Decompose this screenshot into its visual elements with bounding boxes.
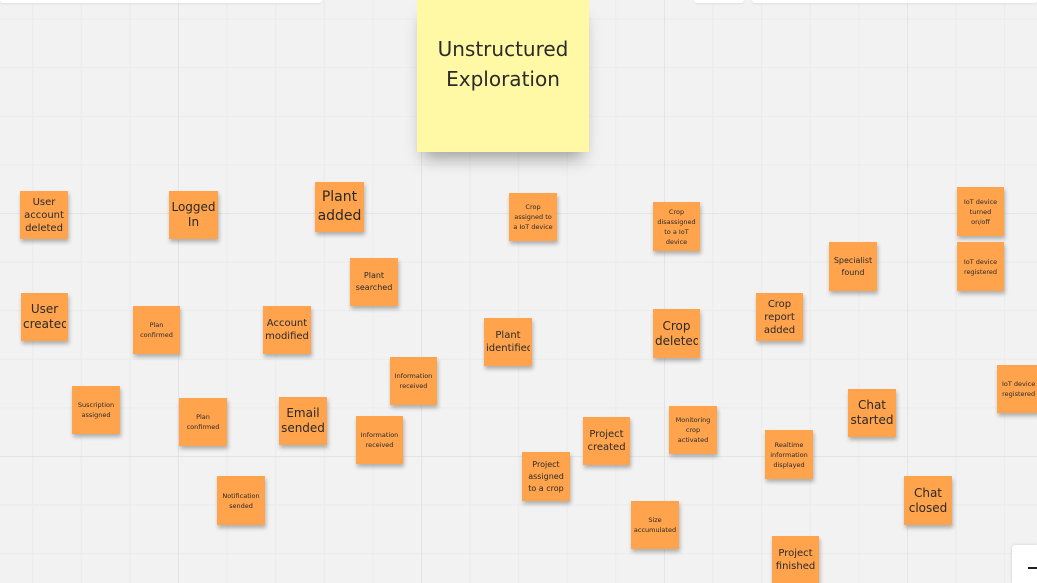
sticky-note-text: Plan confirmed (186, 413, 220, 431)
sticky-note-specialist-found[interactable]: Specialist found (829, 242, 877, 291)
sticky-note-text: Specialist found (833, 255, 873, 277)
sticky-note-text: Information received (394, 372, 433, 390)
sticky-note-plant-searched[interactable]: Plant searched (350, 258, 398, 306)
sticky-note-account-modified[interactable]: Account modified (263, 306, 311, 354)
sticky-note-plan-confirmed-2[interactable]: Plan confirmed (179, 398, 227, 446)
sticky-note-iot-device-registered[interactable]: IoT device registered (957, 242, 1004, 291)
sticky-note-text: Plant searched (355, 271, 393, 292)
sticky-note-text: Project assigned to a crop (528, 459, 564, 493)
sticky-note-notification-sended[interactable]: Notification sended (217, 476, 265, 525)
top-left-toolbar[interactable] (0, 0, 322, 3)
sticky-note-text: Logged In (171, 200, 216, 229)
top-center-toolbar[interactable] (694, 0, 744, 3)
sticky-note-plant-identified[interactable]: Plant identified (484, 318, 532, 366)
sticky-note-text: Crop assigned to a IoT device (513, 203, 553, 231)
top-right-toolbar[interactable] (752, 0, 1037, 3)
sticky-note-crop-disassigned[interactable]: Crop disassigned to a IoT device (653, 202, 700, 251)
sticky-note-plant-added[interactable]: Plant added (315, 182, 364, 232)
sticky-note-realtime-information-displayed[interactable]: Realtime information displayed (765, 430, 813, 479)
sticky-note-monitoring-crop-activated[interactable]: Monitoring crop activated (669, 406, 717, 454)
sticky-note-crop-assigned-to-iot[interactable]: Crop assigned to a IoT device (509, 193, 557, 241)
sticky-note-iot-device-turned[interactable]: IoT device turned on/off (957, 187, 1004, 236)
sticky-note-crop-report-added[interactable]: Crop report added (756, 293, 803, 341)
sticky-note-email-sended[interactable]: Email sended (279, 397, 327, 445)
sticky-note-text: IoT device registered (963, 257, 998, 276)
sticky-note-text: Plant added (317, 189, 362, 224)
sticky-note-text: Chat started (850, 398, 894, 427)
title-sticky-note[interactable]: Unstructured Exploration (417, 0, 589, 152)
sticky-note-logged-in[interactable]: Logged In (169, 191, 218, 239)
sticky-note-text: Email sended (281, 406, 325, 435)
sticky-note-text: Project created (587, 429, 626, 453)
sticky-note-project-created[interactable]: Project created (583, 417, 630, 465)
sticky-note-suscription-assigned[interactable]: Suscription assigned (72, 386, 120, 434)
sticky-note-text: Crop deleted (655, 318, 698, 348)
sticky-note-chat-closed[interactable]: Chat closed (904, 476, 952, 525)
sticky-note-information-received[interactable]: Information received (390, 357, 437, 405)
sticky-note-user-account-deleted[interactable]: User account deleted (20, 191, 68, 239)
sticky-note-text: Monitoring crop activated (675, 416, 711, 444)
sticky-note-text: Plan confirmed (140, 321, 173, 339)
sticky-note-text: IoT device turned on/off (963, 197, 998, 226)
sticky-note-text: Plant identified (486, 330, 530, 354)
sticky-note-text: Crop report added (763, 298, 796, 336)
sticky-note-text: Realtime information displayed (770, 440, 808, 469)
sticky-note-text: Account modified (265, 318, 309, 342)
sticky-note-text: User created (23, 302, 66, 331)
sticky-note-text: Project finished (775, 547, 816, 572)
sticky-note-project-finished[interactable]: Project finished (772, 536, 819, 583)
sticky-note-text: IoT device registered (1002, 380, 1036, 398)
sticky-note-project-assigned-to-crop[interactable]: Project assigned to a crop (522, 452, 570, 501)
zoom-controls-panel (1012, 545, 1037, 583)
sticky-note-information-received-2[interactable]: Information received (356, 416, 403, 464)
sticky-note-text: Information received (360, 431, 399, 449)
title-sticky-note-text: Unstructured Exploration (437, 37, 569, 91)
sticky-note-user-created[interactable]: User created (21, 293, 68, 341)
sticky-note-iot-device-registered-edge[interactable]: IoT device registered (997, 365, 1037, 413)
sticky-note-text: Crop disassigned to a IoT device (657, 207, 696, 246)
sticky-note-text: Suscription assigned (77, 401, 115, 419)
sticky-note-text: Chat closed (908, 485, 948, 515)
sticky-note-chat-started[interactable]: Chat started (848, 389, 896, 437)
sticky-note-text: Size accumulated (633, 516, 677, 534)
zoom-out-icon[interactable] (1028, 567, 1037, 569)
sticky-note-plan-confirmed[interactable]: Plan confirmed (133, 306, 180, 354)
sticky-note-text: User account deleted (24, 196, 64, 234)
sticky-note-text: Notification sended (222, 491, 260, 510)
sticky-note-crop-deleted[interactable]: Crop deleted (653, 309, 700, 358)
sticky-note-size-accumulated[interactable]: Size accumulated (631, 501, 679, 549)
